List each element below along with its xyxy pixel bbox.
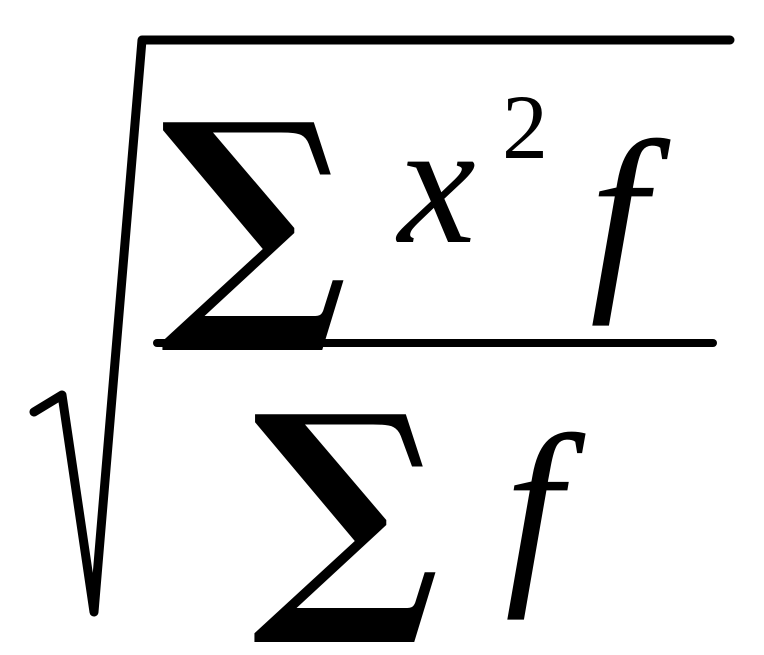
numerator-weight-f: f bbox=[590, 100, 671, 327]
numerator-exponent: 2 bbox=[502, 76, 548, 178]
denominator-weight-f: f bbox=[505, 394, 586, 621]
numerator-sum-symbol: ∑ bbox=[160, 67, 348, 361]
radical-sign bbox=[29, 35, 735, 617]
denominator: ∑ f bbox=[252, 359, 586, 653]
square-root-expression: ∑ x 2 f ∑ f bbox=[29, 35, 735, 653]
denominator-sum-symbol: ∑ bbox=[252, 359, 440, 653]
numerator-variable-x: x bbox=[395, 86, 476, 280]
numerator: ∑ x 2 f bbox=[160, 67, 671, 361]
